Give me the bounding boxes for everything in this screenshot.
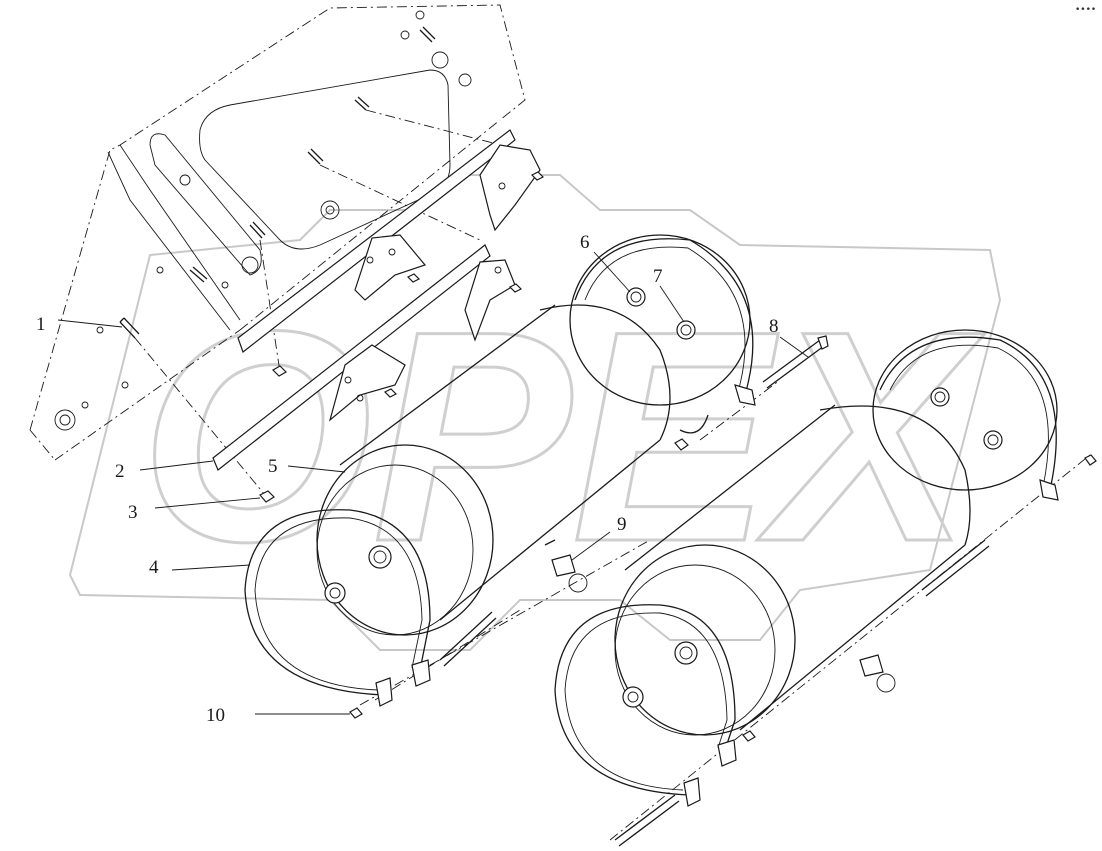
callout-label: 9 (617, 514, 627, 535)
corner-mark: •••• (1075, 5, 1096, 15)
callout-label: 2 (115, 461, 125, 482)
part-long-bolt (439, 335, 990, 847)
part-drain-valve (544, 539, 896, 693)
part-fitting (324, 545, 392, 604)
part-nut (259, 171, 689, 503)
callout-label: 4 (149, 557, 159, 578)
callouts: 1 2 3 4 5 6 7 8 9 10 (36, 232, 809, 726)
callout-label: 7 (653, 266, 663, 287)
callout-label: 6 (580, 232, 590, 253)
callout-label: 5 (268, 456, 278, 477)
frame-rail (29, 4, 526, 461)
part-strap-band-lower (349, 336, 1097, 807)
frame-bolts (119, 26, 436, 339)
part-air-tank-upper (316, 234, 751, 636)
assembly-centerlines (134, 109, 1091, 841)
callout-label: 1 (36, 314, 46, 335)
part-air-tank-lower (614, 329, 1058, 736)
part-mounting-bracket (212, 129, 541, 471)
callout-label: 3 (128, 502, 138, 523)
part-strap-band (244, 238, 756, 707)
callout-label: 8 (769, 316, 779, 337)
watermark-logo: OPEX (68, 174, 1002, 651)
callout-label: 10 (206, 705, 225, 726)
